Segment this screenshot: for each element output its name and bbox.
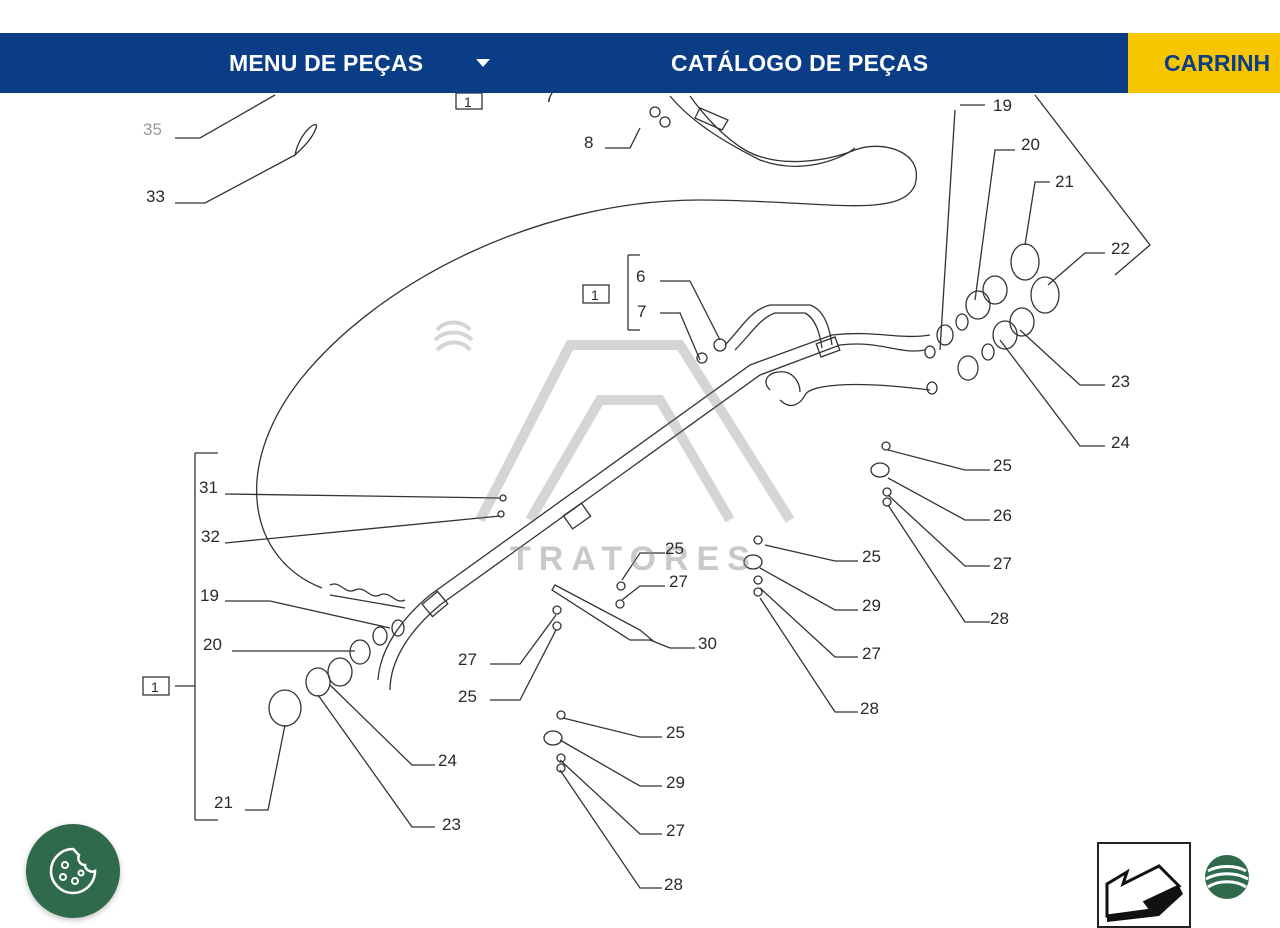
callout-21-right: 21 [1055, 172, 1074, 191]
callout-1-top: 1 [464, 94, 472, 110]
cookie-icon [49, 847, 97, 895]
back-arrow-button[interactable] [1097, 842, 1191, 928]
callout-28-c: 28 [664, 875, 683, 894]
callout-27-a: 27 [669, 572, 688, 591]
brand-logo-icon [1202, 853, 1252, 901]
callout-29-a: 29 [862, 596, 881, 615]
callout-21-left: 21 [214, 793, 233, 812]
callout-28-b: 28 [990, 609, 1009, 628]
callout-29-b: 29 [666, 773, 685, 792]
menu-pecas-link[interactable]: MENU DE PEÇAS [229, 49, 424, 76]
callout-35: 35 [143, 120, 162, 139]
callout-27-b: 27 [458, 650, 477, 669]
main-navbar: MENU DE PEÇAS CATÁLOGO DE PEÇAS CARRINH [0, 33, 1280, 93]
parts-diagram: TRATORES 35 33 1 7 8 19 20 21 22 23 24 1… [0, 93, 1280, 928]
callout-20-right: 20 [1021, 135, 1040, 154]
callout-1-mid: 1 [591, 287, 599, 303]
back-arrow-icon [1105, 864, 1183, 922]
callout-7-top: 7 [545, 93, 554, 106]
callout-19-left: 19 [200, 586, 219, 605]
callout-26: 26 [993, 506, 1012, 525]
callout-28-a: 28 [860, 699, 879, 718]
callout-31: 31 [199, 478, 218, 497]
callout-27-c: 27 [862, 644, 881, 663]
callout-27-e: 27 [666, 821, 685, 840]
flexible-hose [256, 145, 918, 589]
watermark-text: TRATORES [510, 540, 758, 578]
callout-20-left: 20 [203, 635, 222, 654]
catalogo-pecas-link[interactable]: CATÁLOGO DE PEÇAS [671, 49, 929, 76]
tratores-watermark-logo [475, 340, 795, 523]
callout-24-left: 24 [438, 751, 457, 770]
callout-24-right: 24 [1111, 433, 1130, 452]
callout-1-left: 1 [151, 679, 159, 695]
callout-6: 6 [636, 267, 645, 286]
cookie-settings-button[interactable] [26, 824, 120, 918]
callout-25-e: 25 [666, 723, 685, 742]
callout-8: 8 [584, 133, 593, 152]
callout-23-right: 23 [1111, 372, 1130, 391]
main-tube [389, 343, 926, 691]
callout-7-mid: 7 [637, 302, 646, 321]
callout-25-b: 25 [458, 687, 477, 706]
callout-27-d: 27 [993, 554, 1012, 573]
callout-32: 32 [201, 527, 220, 546]
callout-19-right: 19 [993, 96, 1012, 115]
callout-25-c: 25 [862, 547, 881, 566]
callout-22: 22 [1111, 239, 1130, 258]
callout-23-left: 23 [442, 815, 461, 834]
callout-25-d: 25 [993, 456, 1012, 475]
callout-30: 30 [698, 634, 717, 653]
cart-link[interactable]: CARRINH [1128, 33, 1280, 93]
callout-25-a: 25 [665, 539, 684, 558]
chevron-down-icon[interactable] [474, 33, 492, 93]
callout-33: 33 [146, 187, 165, 206]
exploded-view-drawing: TRATORES 35 33 1 7 8 19 20 21 22 23 24 1… [142, 93, 1151, 894]
top-spacer [0, 0, 1280, 33]
